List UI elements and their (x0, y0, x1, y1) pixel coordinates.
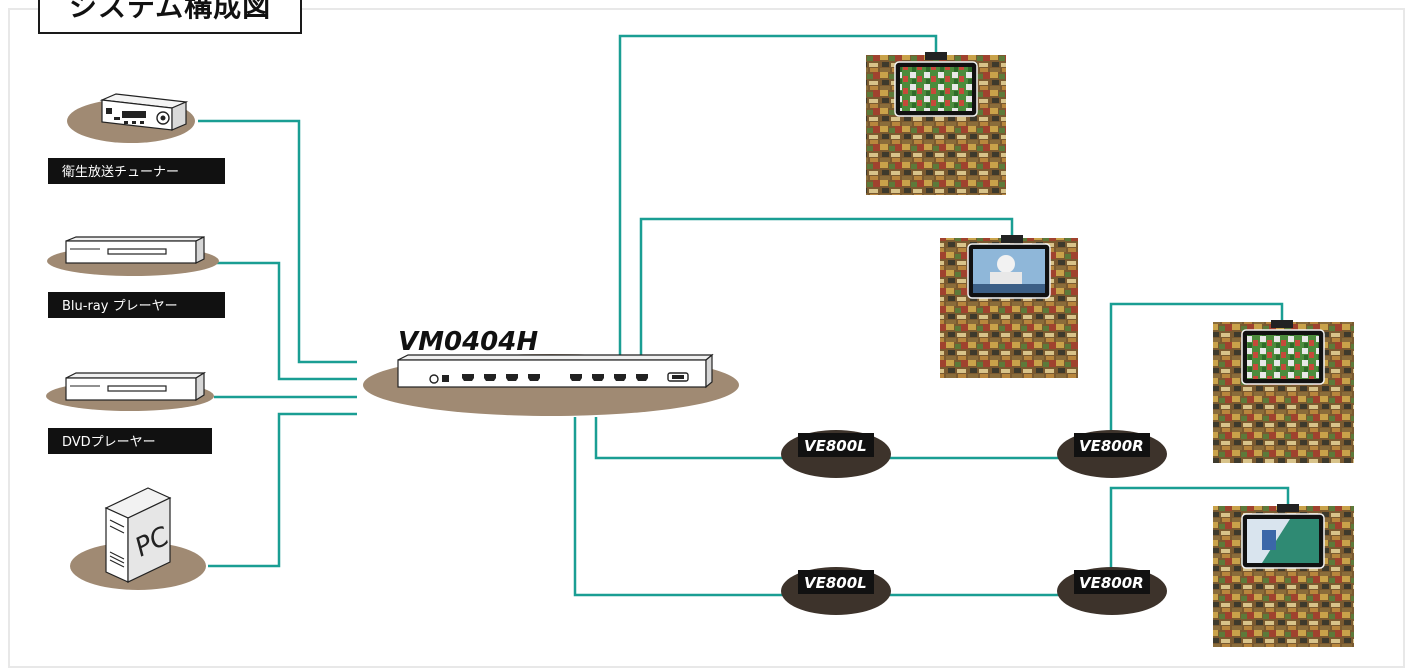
source-label-bluray: Blu-ray プレーヤー (62, 299, 178, 314)
cable-switch-to-display-2 (639, 217, 1014, 360)
dvd-player-icon (65, 371, 207, 402)
cable-switch-to-display-1 (618, 34, 938, 360)
extender-pair-1: VE800L VE800R (781, 430, 1167, 478)
source-label-box (48, 428, 212, 454)
cable-bluray-to-switch (214, 261, 357, 381)
extender-transmitter-label-2: VE800L (804, 574, 867, 592)
ceiling-monitor-icon (894, 52, 978, 117)
switch-vm0404h: VM0404H (363, 327, 739, 416)
extender-receiver-label-1: VE800R (1079, 437, 1144, 455)
cable-receiver-to-display-4 (1109, 486, 1290, 577)
diagram-title: システム構成図 (68, 0, 272, 23)
hdmi-output-ports (570, 374, 648, 381)
source-pc: PC (70, 487, 206, 590)
cable-group (198, 34, 1290, 597)
source-label-tuner: 衛生放送チューナー (62, 165, 179, 180)
bluray-player-icon (65, 236, 205, 264)
source-satellite-tuner: 衛生放送チューナー (48, 93, 225, 184)
matrix-switch-icon (397, 353, 714, 389)
source-label-dvd: DVDプレーヤー (62, 435, 156, 450)
cable-pc-to-switch (208, 412, 357, 568)
source-bluray-player: Blu-ray プレーヤー (47, 236, 225, 318)
display-1 (866, 52, 1006, 195)
source-label-box (48, 292, 225, 318)
diagram-title-box: システム構成図 (38, 0, 302, 34)
switch-model-label: VM0404H (398, 327, 538, 357)
extender-transmitter-label-1: VE800L (804, 437, 867, 455)
pc-tower-icon: PC (104, 487, 175, 583)
extender-receiver-label-2: VE800R (1079, 574, 1144, 592)
satellite-tuner-icon (99, 93, 189, 131)
display-4 (1213, 504, 1354, 647)
display-3 (1213, 320, 1354, 463)
cable-tuner-to-switch (198, 119, 357, 364)
ceiling-monitor-icon (1241, 504, 1325, 569)
source-label-box (48, 158, 225, 184)
cable-switch-to-extender-2 (573, 417, 785, 597)
cable-switch-to-extender-1 (594, 417, 785, 460)
cable-receiver-to-display-3 (1109, 302, 1284, 440)
source-dvd-player: DVDプレーヤー (46, 371, 214, 454)
ceiling-monitor-icon (967, 235, 1051, 299)
display-2 (940, 235, 1078, 378)
hdmi-input-ports (462, 374, 540, 381)
extender-pair-2: VE800L VE800R (781, 567, 1167, 615)
ceiling-monitor-icon (1241, 320, 1325, 385)
